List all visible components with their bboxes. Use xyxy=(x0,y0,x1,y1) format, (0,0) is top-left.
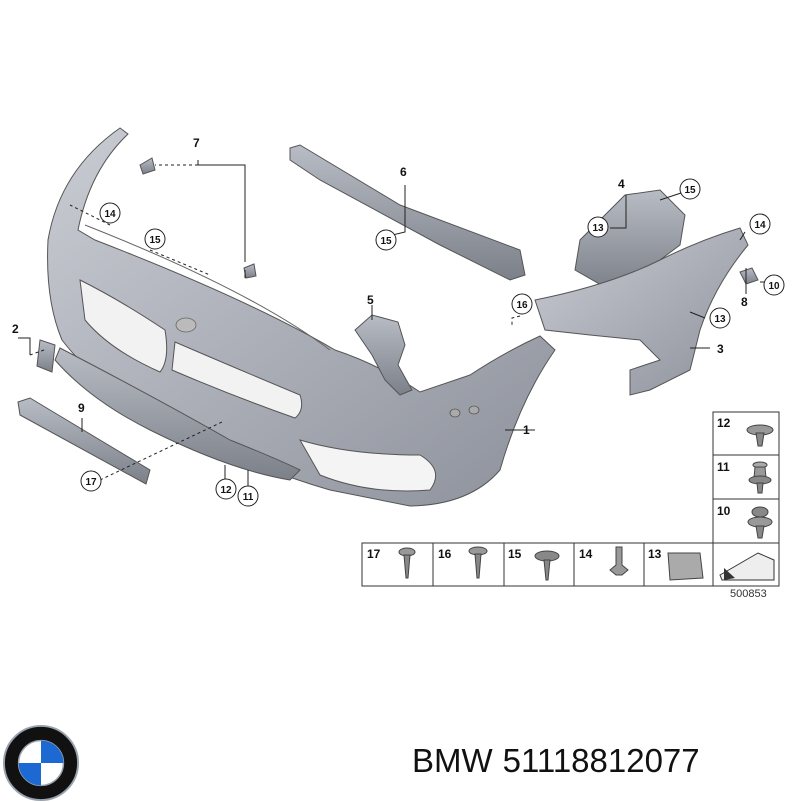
part-number: 51118812077 xyxy=(502,742,700,779)
bumper-cover xyxy=(47,127,556,507)
callout-15-b: 15 xyxy=(380,236,392,247)
side-guide xyxy=(534,227,749,396)
bracket-7b xyxy=(243,263,257,279)
bumper-bracket xyxy=(574,189,686,291)
callout-4: 4 xyxy=(618,177,625,191)
circled-callouts xyxy=(80,178,785,507)
legend-bottom-17: 17 xyxy=(367,547,381,561)
legend-bottom-16: 16 xyxy=(438,547,452,561)
side-legend: 12 11 10 xyxy=(712,411,780,544)
callout-2: 2 xyxy=(12,322,19,336)
legend-bottom-15: 15 xyxy=(508,547,522,561)
bottom-legend: 17 16 15 14 13 xyxy=(361,542,780,587)
callout-6: 6 xyxy=(400,165,407,179)
callout-13-a: 13 xyxy=(592,223,604,234)
diagram-code: 500853 xyxy=(730,588,767,600)
legend-side-10: 10 xyxy=(717,504,731,518)
bumper-support xyxy=(289,144,526,281)
callout-12: 12 xyxy=(220,485,232,496)
callout-15-c: 15 xyxy=(684,185,696,196)
callout-13-b: 13 xyxy=(714,314,726,325)
clip-8 xyxy=(739,267,759,285)
callout-14-b: 14 xyxy=(754,220,766,231)
bracket-7a xyxy=(139,157,156,175)
callout-16: 16 xyxy=(516,300,528,311)
callout-17: 17 xyxy=(85,477,97,488)
center-bracket xyxy=(354,314,413,396)
side-flap xyxy=(36,339,56,373)
callout-14-a: 14 xyxy=(104,209,116,220)
callout-1: 1 xyxy=(523,423,530,437)
callout-15-a: 15 xyxy=(149,235,161,246)
brand-name: BMW xyxy=(412,742,493,779)
callout-5: 5 xyxy=(367,293,374,307)
legend-side-12: 12 xyxy=(717,416,731,430)
callout-3: 3 xyxy=(717,342,724,356)
legend-bottom-13: 13 xyxy=(648,547,662,561)
callout-8: 8 xyxy=(741,295,748,309)
legend-side-11: 11 xyxy=(717,460,730,474)
bmw-logo xyxy=(2,724,80,802)
callout-11: 11 xyxy=(243,492,254,503)
lower-grille xyxy=(54,347,301,481)
callout-7: 7 xyxy=(193,136,200,150)
license-plate-base xyxy=(17,397,151,485)
legend-bottom-14: 14 xyxy=(579,547,593,561)
callout-9: 9 xyxy=(78,401,85,415)
callout-10: 10 xyxy=(768,281,780,292)
